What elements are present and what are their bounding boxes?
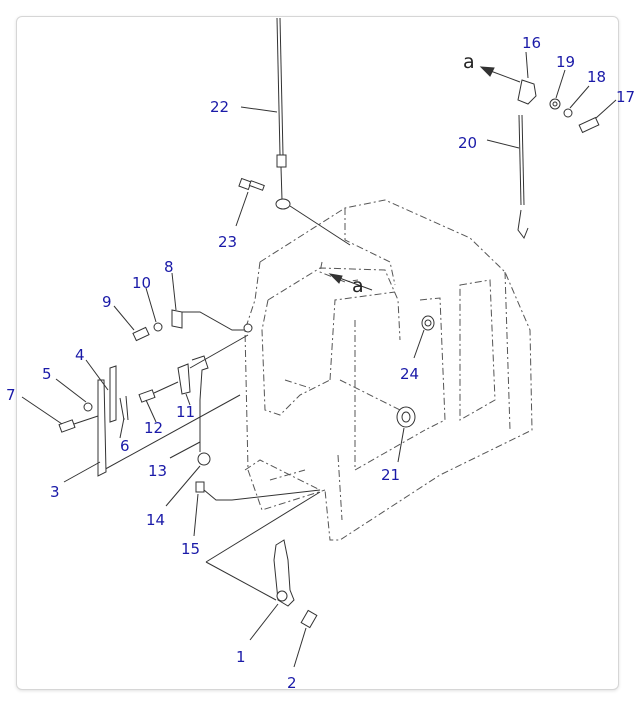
part-10-washer [153, 322, 163, 332]
part-7-bolt [58, 415, 99, 433]
part-6-pin [119, 395, 129, 421]
callout-3: 3 [50, 483, 60, 501]
part-14-grommet [197, 452, 211, 466]
callout-20: 20 [458, 134, 477, 152]
part-5-washer [83, 402, 93, 412]
cab-outline [244, 199, 533, 541]
callout-16: 16 [522, 34, 541, 52]
part-17-bolt [578, 116, 600, 134]
part-19-washer [549, 98, 561, 110]
part-1-lever [205, 491, 321, 607]
callout-13: 13 [148, 462, 167, 480]
callout-9: 9 [102, 293, 112, 311]
part-12-bolt [138, 381, 179, 403]
leader-lines [21, 51, 617, 668]
part-9-bolt [132, 326, 150, 342]
callout-11: 11 [176, 403, 195, 421]
callout-8: 8 [164, 258, 174, 276]
part-16-bracket [517, 79, 537, 105]
callout-24: 24 [400, 365, 419, 383]
part-2-bolt [300, 609, 318, 629]
part-24-grommet [421, 315, 435, 331]
callout-21: 21 [381, 466, 400, 484]
view-arrow-a-cab: a [328, 273, 373, 297]
part-20-cable [517, 114, 529, 240]
callout-1: 1 [236, 648, 246, 666]
callout-2: 2 [287, 674, 297, 692]
callout-7: 7 [6, 386, 16, 404]
part-11-spring [177, 334, 249, 452]
callout-17: 17 [616, 88, 635, 106]
part-13-rod [99, 394, 241, 473]
part-23-bolt [238, 177, 265, 191]
callout-18: 18 [587, 68, 606, 86]
callout-15: 15 [181, 540, 200, 558]
diagram-frame [16, 16, 619, 690]
view-label-a-detail: a [463, 51, 475, 73]
callout-labels: 1 2 3 4 5 6 7 8 9 10 11 12 13 14 15 16 1… [6, 34, 635, 692]
part-3-lever [97, 379, 107, 477]
callout-14: 14 [146, 511, 165, 529]
part-8-bracket [171, 309, 253, 333]
callout-4: 4 [75, 346, 85, 364]
callout-19: 19 [556, 53, 575, 71]
part-22-rod [275, 17, 351, 246]
callout-10: 10 [132, 274, 151, 292]
part-4-plate [109, 365, 117, 423]
part-21-grommet [339, 379, 416, 428]
callout-12: 12 [144, 419, 163, 437]
callout-23: 23 [218, 233, 237, 251]
view-label-a: a [352, 275, 364, 297]
callout-6: 6 [120, 437, 130, 455]
callout-5: 5 [42, 365, 52, 383]
part-15-clamp [195, 481, 321, 501]
part-18-washer [563, 108, 573, 118]
callout-22: 22 [210, 98, 229, 116]
view-arrow-a-detail: a [463, 51, 521, 83]
